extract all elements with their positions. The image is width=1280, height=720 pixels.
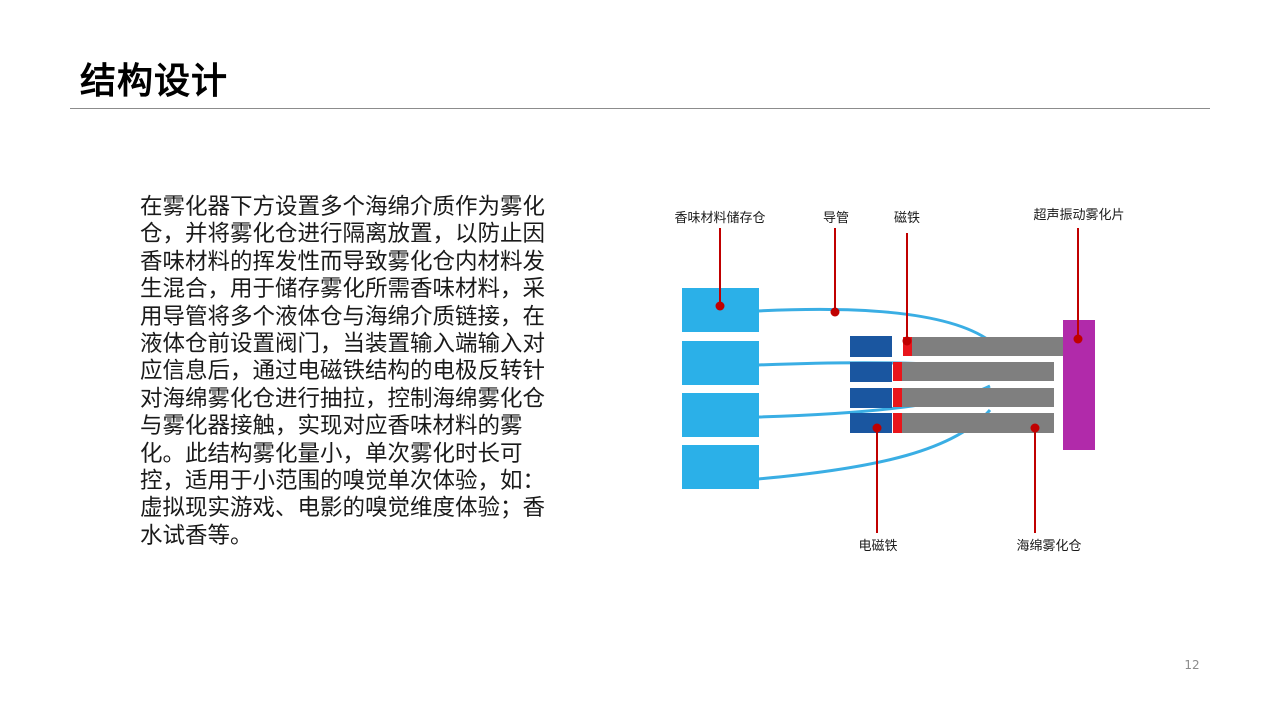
callout-dot-tube (830, 307, 840, 317)
magnet-1 (903, 337, 912, 356)
magnet-4 (893, 413, 902, 433)
electromagnet-3 (850, 388, 892, 408)
electromagnet-group (850, 336, 892, 433)
callout-dot-storage (715, 301, 725, 311)
sponge-chamber-2 (902, 362, 1054, 381)
sponge-chamber-group (902, 337, 1065, 433)
liquid-tank-3 (682, 393, 759, 437)
description-paragraph: 在雾化器下方设置多个海绵介质作为雾化仓，并将雾化仓进行隔离放置，以防止因香味材料… (140, 194, 546, 549)
liquid-tank-4 (682, 445, 759, 489)
tube-line-1 (757, 307, 991, 343)
page-number: 12 (1184, 658, 1200, 672)
callout-dot-sponge (1030, 423, 1040, 433)
electromagnet-1 (850, 336, 892, 357)
sponge-chamber-4 (902, 413, 1054, 433)
label-tube: 导管 (823, 211, 849, 226)
label-group: 香味材料储存仓 导管 磁铁 超声振动雾化片 电磁铁 海绵雾化仓 (674, 208, 1124, 554)
electromagnet-2 (850, 362, 892, 382)
label-sponge: 海绵雾化仓 (1016, 539, 1081, 554)
label-storage: 香味材料储存仓 (674, 211, 765, 226)
liquid-tank-2 (682, 341, 759, 385)
sponge-chamber-1 (912, 337, 1065, 356)
page-title: 结构设计 (80, 61, 229, 102)
liquid-tank-group (682, 288, 759, 489)
sponge-chamber-3 (902, 388, 1054, 407)
label-ultrasonic: 超声振动雾化片 (1033, 208, 1124, 223)
callout-dot-electromagnet (872, 423, 882, 433)
magnet-2 (893, 362, 902, 381)
electromagnet-4 (850, 413, 892, 433)
title-divider (70, 108, 1210, 109)
callout-dot-ultrasonic (1073, 334, 1083, 344)
magnet-3 (893, 388, 902, 407)
callout-dot-magnet (902, 336, 912, 346)
label-magnet: 磁铁 (894, 211, 920, 226)
callout-group (715, 228, 1083, 533)
magnet-group (893, 337, 912, 433)
label-electromagnet: 电磁铁 (858, 539, 897, 554)
